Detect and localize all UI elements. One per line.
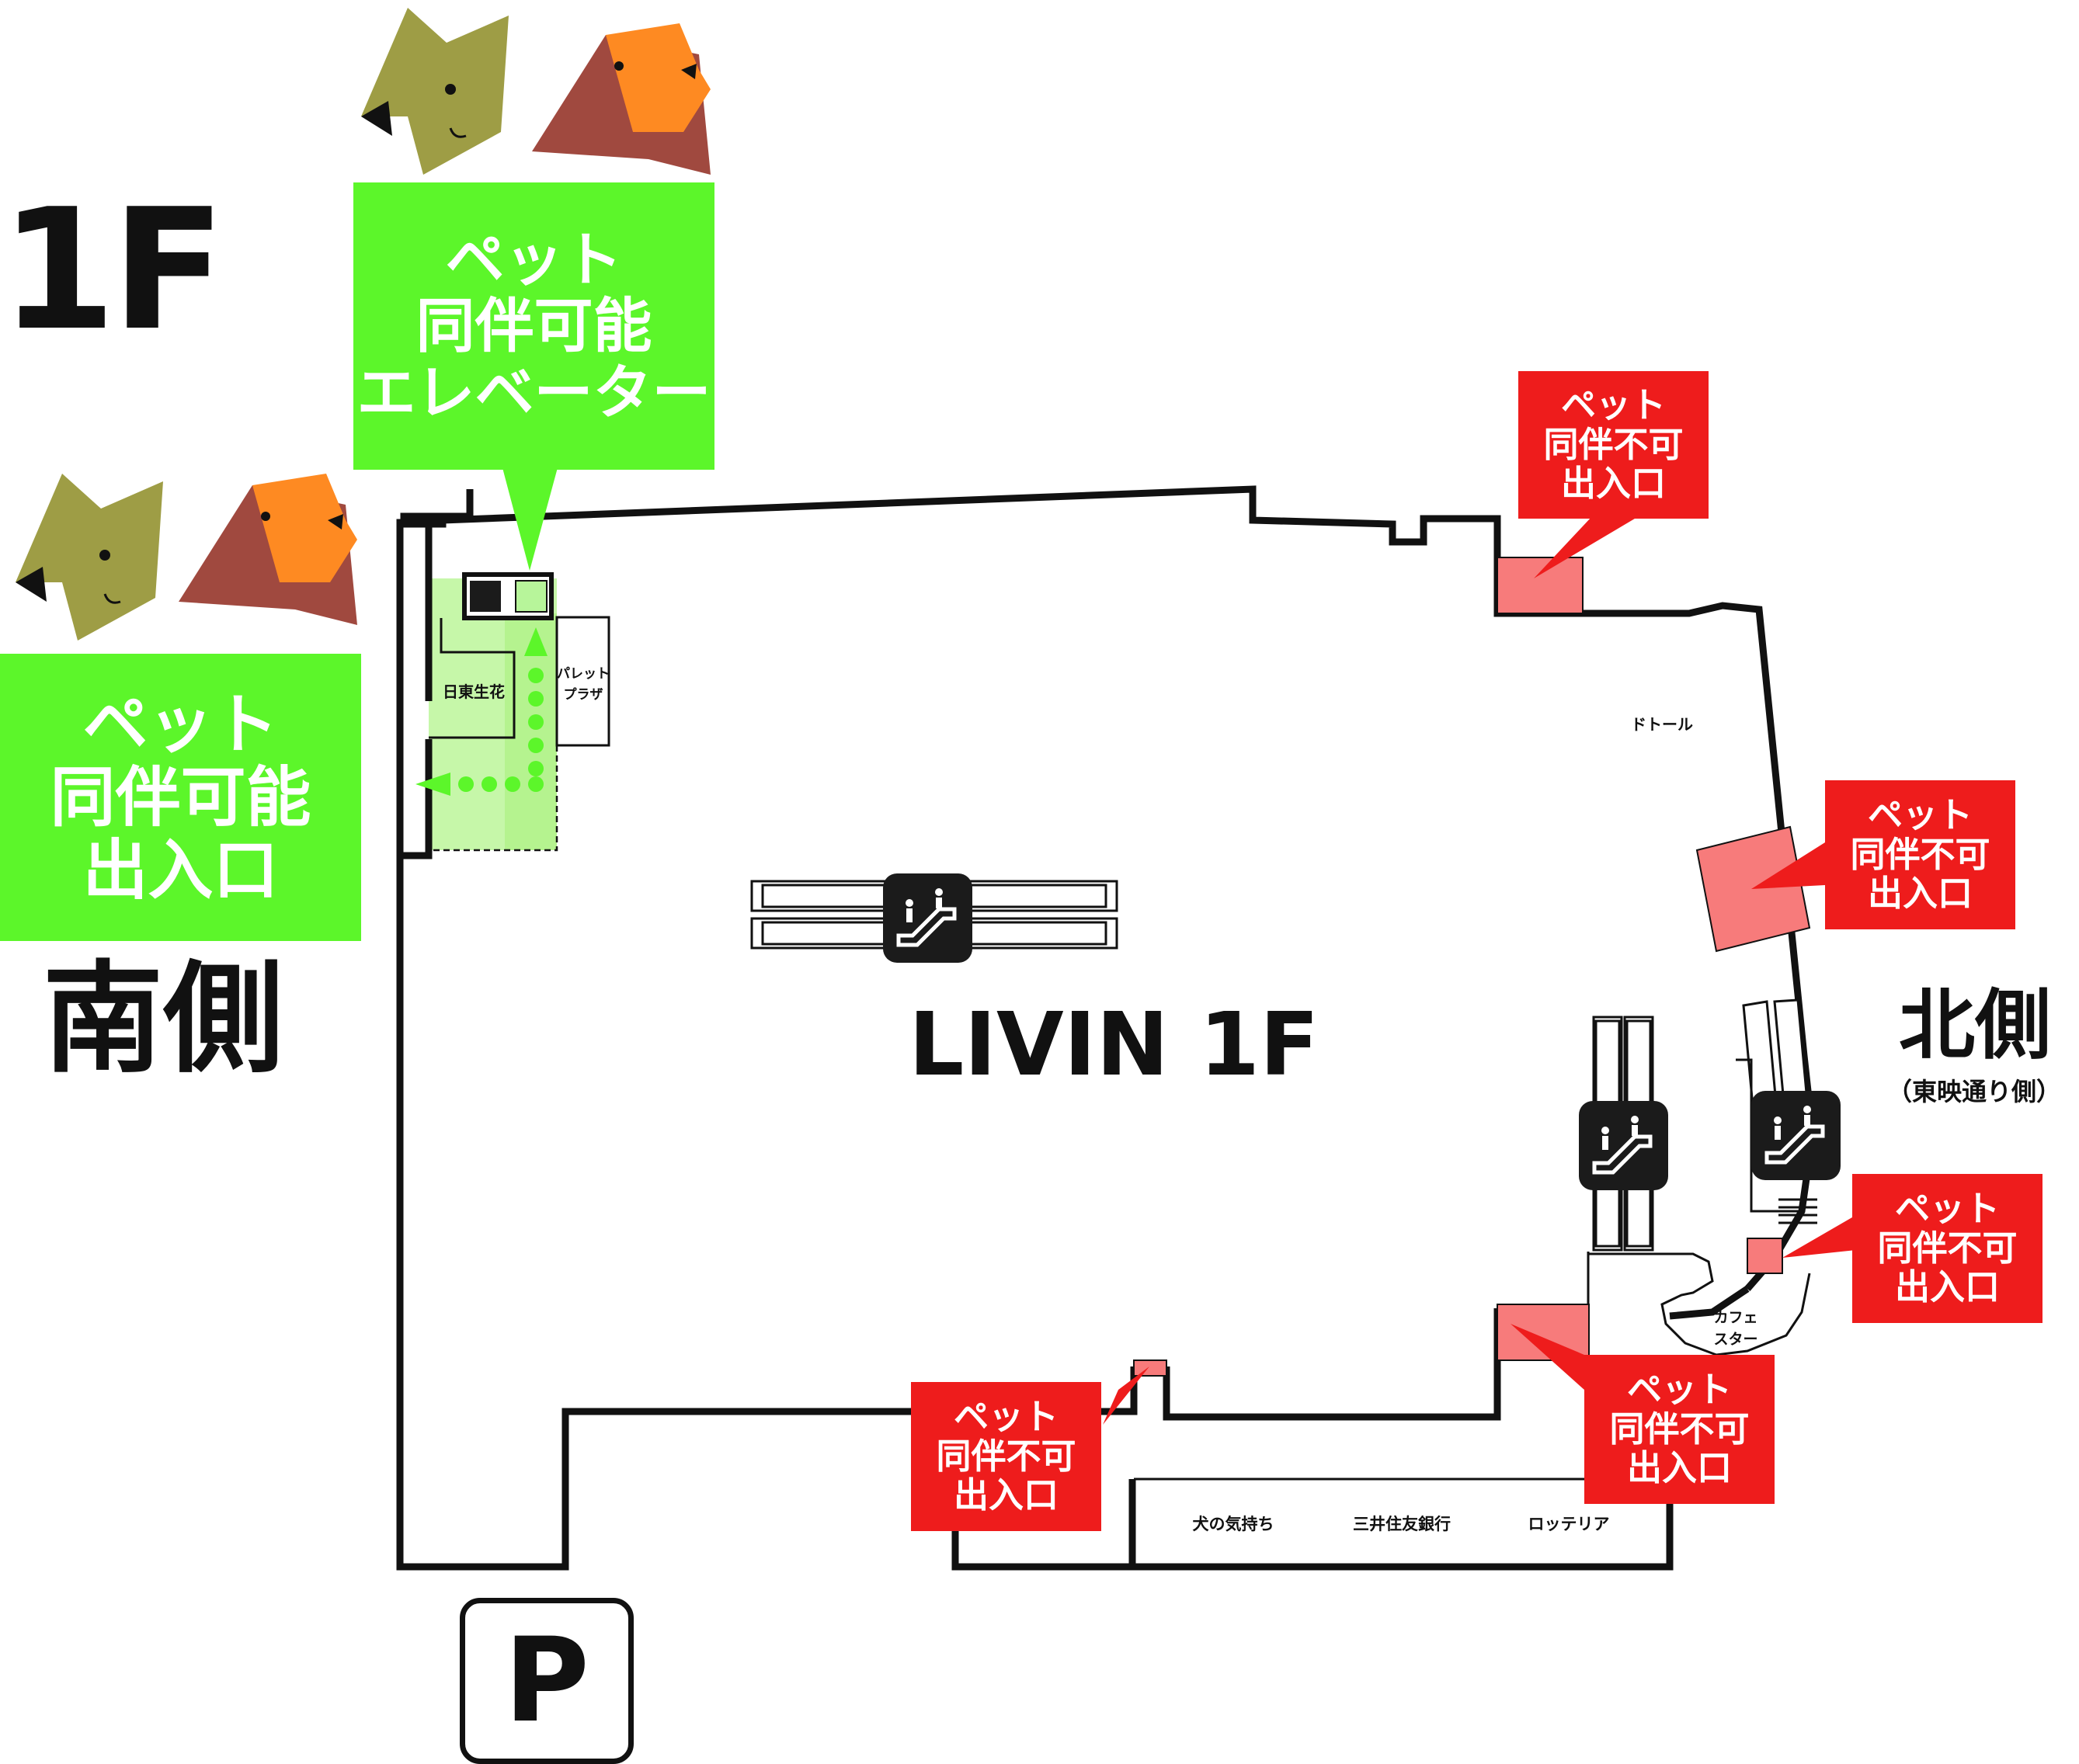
callout-line: 同伴可能 — [50, 759, 311, 835]
pet-ng-entrance-callout: ペット 同伴不可 出入口 — [1584, 1355, 1775, 1504]
escalator-icon — [1764, 1106, 1825, 1165]
callout-pointer — [501, 462, 559, 571]
shop-cafe-1: カフェ — [1713, 1309, 1757, 1326]
callout-line: ペット — [1560, 384, 1666, 426]
nitto-shop — [429, 618, 516, 739]
dog-orange-icon — [179, 474, 357, 625]
callout-pointer — [1103, 1366, 1149, 1425]
parking-icon: P — [460, 1598, 634, 1764]
elevator-car — [470, 581, 501, 612]
callout-pointer — [1782, 1215, 1856, 1258]
palette-plaza — [555, 616, 610, 747]
pet-ok-entrance-callout: ペット 同伴可能 出入口 — [0, 654, 361, 941]
callout-line: ペット — [1867, 794, 1973, 836]
callout-line: 同伴不可 — [1877, 1227, 2018, 1269]
entrance-north-top — [1497, 557, 1584, 614]
route-arrow-up — [524, 627, 548, 656]
shop-cafe-2: スター — [1713, 1331, 1757, 1348]
callout-pointer — [1751, 842, 1825, 889]
shop-smbc: 三井住友銀行 — [1353, 1515, 1451, 1533]
callout-line: ペット — [953, 1396, 1059, 1438]
entrance-north-mid — [1695, 825, 1811, 953]
cafe-area — [1587, 1252, 1811, 1356]
south-label: 南側 — [43, 949, 283, 1089]
callout-line: 同伴不可 — [1543, 423, 1684, 465]
callout-line: 出入口 — [1560, 463, 1666, 505]
callout-line: ペット — [1626, 1369, 1732, 1411]
building-outline — [1163, 1308, 1501, 1421]
parking-label: P — [504, 1613, 589, 1748]
dog-orange-icon — [532, 23, 711, 175]
pet-ng-entrance-callout: ペット 同伴不可 出入口 — [1852, 1174, 2042, 1323]
pet-ng-entrance-callout: ペット 同伴不可 出入口 — [1518, 371, 1709, 519]
escalator-icon — [883, 873, 972, 963]
callout-line: ペット — [82, 686, 279, 762]
pet-route — [458, 668, 544, 792]
shop-doutor: ドトール — [1631, 715, 1693, 734]
escalator-icon — [896, 888, 957, 947]
callout-line: 同伴不可 — [936, 1435, 1076, 1477]
callout-pointer — [1511, 1324, 1584, 1390]
callout-line: 同伴不可 — [1850, 833, 1990, 875]
escalator-icon — [1579, 1101, 1668, 1190]
dog-olive-icon — [361, 8, 509, 175]
callout-pointer — [1534, 516, 1639, 578]
callout-line: 同伴不可 — [1609, 1408, 1750, 1450]
callout-line: ペット — [1894, 1188, 2000, 1230]
callout-line: 出入口 — [1626, 1447, 1732, 1489]
route-arrow-left — [415, 773, 450, 796]
map-title: LIVIN 1F — [909, 995, 1319, 1096]
entrance-south-bottom — [1133, 1359, 1167, 1377]
north-label: 北側 — [1899, 981, 2052, 1070]
callout-line: エレベーター — [356, 357, 711, 427]
callout-line: 出入口 — [82, 832, 279, 909]
shop-nitto: 日東生花 — [443, 682, 505, 701]
route-area-border — [429, 745, 558, 852]
shop-inu: 犬の気持ち — [1193, 1515, 1274, 1533]
building-outline — [396, 519, 443, 856]
dog-olive-icon — [16, 474, 163, 641]
floor-label: 1F — [0, 172, 225, 367]
pet-ng-entrance-callout: ペット 同伴不可 出入口 — [1825, 780, 2015, 929]
building-outline — [1669, 1286, 1750, 1320]
shop-palette-2: プラザ — [564, 686, 603, 703]
elevator-pet-car — [515, 580, 548, 613]
callout-line: 出入口 — [953, 1474, 1059, 1516]
north-sub-label: （東映通り側） — [1887, 1077, 2062, 1106]
shop-lotteria: ロッテリア — [1528, 1515, 1610, 1533]
escalator-icon — [1751, 1091, 1841, 1180]
callout-line: 出入口 — [1894, 1266, 2000, 1308]
pet-ng-entrance-callout: ペット 同伴不可 出入口 — [911, 1382, 1101, 1531]
shop-palette-1: パレット — [557, 666, 610, 682]
callout-line: 同伴可能 — [415, 291, 652, 361]
callout-line: 出入口 — [1867, 873, 1973, 915]
pet-ok-elevator-callout: ペット 同伴可能 エレベーター — [353, 182, 714, 470]
callout-line: ペット — [445, 225, 623, 295]
entrance-north-low — [1747, 1238, 1783, 1274]
escalator-icon — [1592, 1116, 1653, 1175]
